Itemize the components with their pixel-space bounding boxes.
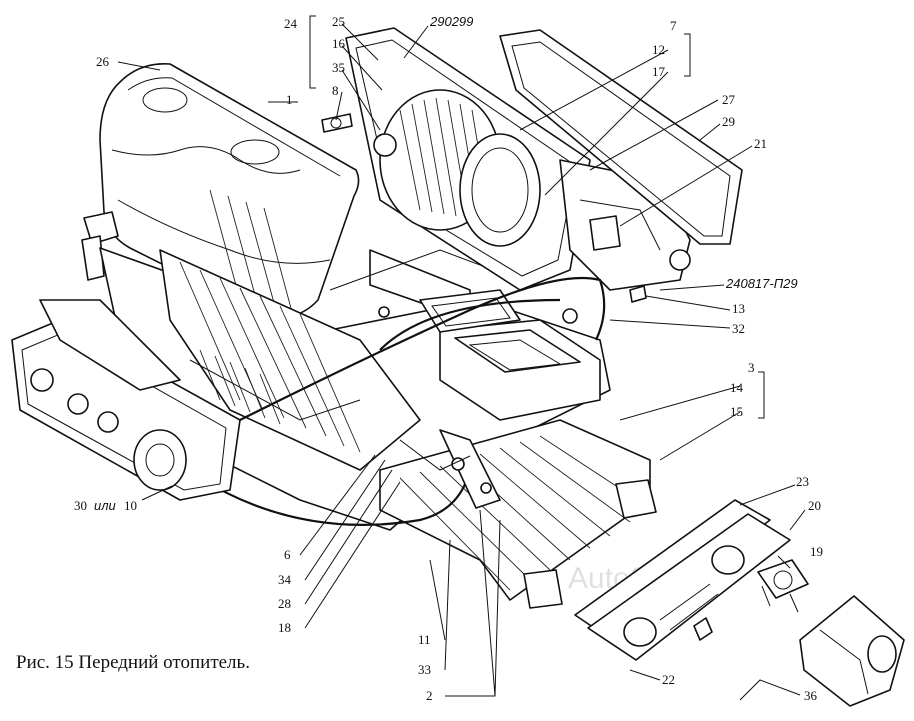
flap-lever-assembly [399,429,501,509]
intake-filter-frame [499,29,743,245]
label-36: 36 [804,688,818,703]
label-23: 23 [796,474,809,489]
label-7: 7 [670,18,677,33]
label-28: 28 [278,596,291,611]
label-1: 1 [286,92,293,107]
label-35: 35 [332,60,345,75]
label-2: 2 [426,688,433,703]
label-13: 13 [732,301,745,316]
label-18: 18 [278,620,291,635]
label-30-ili: или [94,498,116,513]
label-10: 10 [124,498,137,513]
label-19: 19 [810,544,823,559]
figure-caption: Рис. 15 Передний отопитель. [16,652,250,673]
label-24: 24 [284,16,298,31]
label-8: 8 [332,83,339,98]
label-3: 3 [748,360,755,375]
label-27: 27 [722,92,736,107]
label-33: 33 [418,662,431,677]
tap-actuator [757,559,809,613]
fan-assembly-frame [321,27,591,291]
label-20: 20 [808,498,821,513]
label-21: 21 [754,136,767,151]
label-6: 6 [284,547,291,562]
label-30: 30 [74,498,87,513]
heater-tap [799,595,905,707]
control-cables [199,276,647,526]
label-32: 32 [732,321,745,336]
label-240817-p29: 240817-П29 [725,276,798,291]
leader-lines [117,15,806,701]
radiator-gasket-and-plate [574,499,791,661]
callout-labels: 26 1 24 25 16 35 8 290299 7 12 17 27 29 … [74,14,823,703]
label-290299: 290299 [429,14,473,29]
control-panel [11,299,241,501]
label-17: 17 [652,64,666,79]
label-22: 22 [662,672,675,687]
label-11: 11 [418,632,431,647]
label-34: 34 [278,572,292,587]
label-26: 26 [96,54,110,69]
label-12: 12 [652,42,665,57]
label-29: 29 [722,114,735,129]
label-16: 16 [332,36,346,51]
label-25: 25 [332,14,345,29]
label-15: 15 [730,404,743,419]
heater-radiator-core [379,419,657,609]
label-14: 14 [730,380,744,395]
